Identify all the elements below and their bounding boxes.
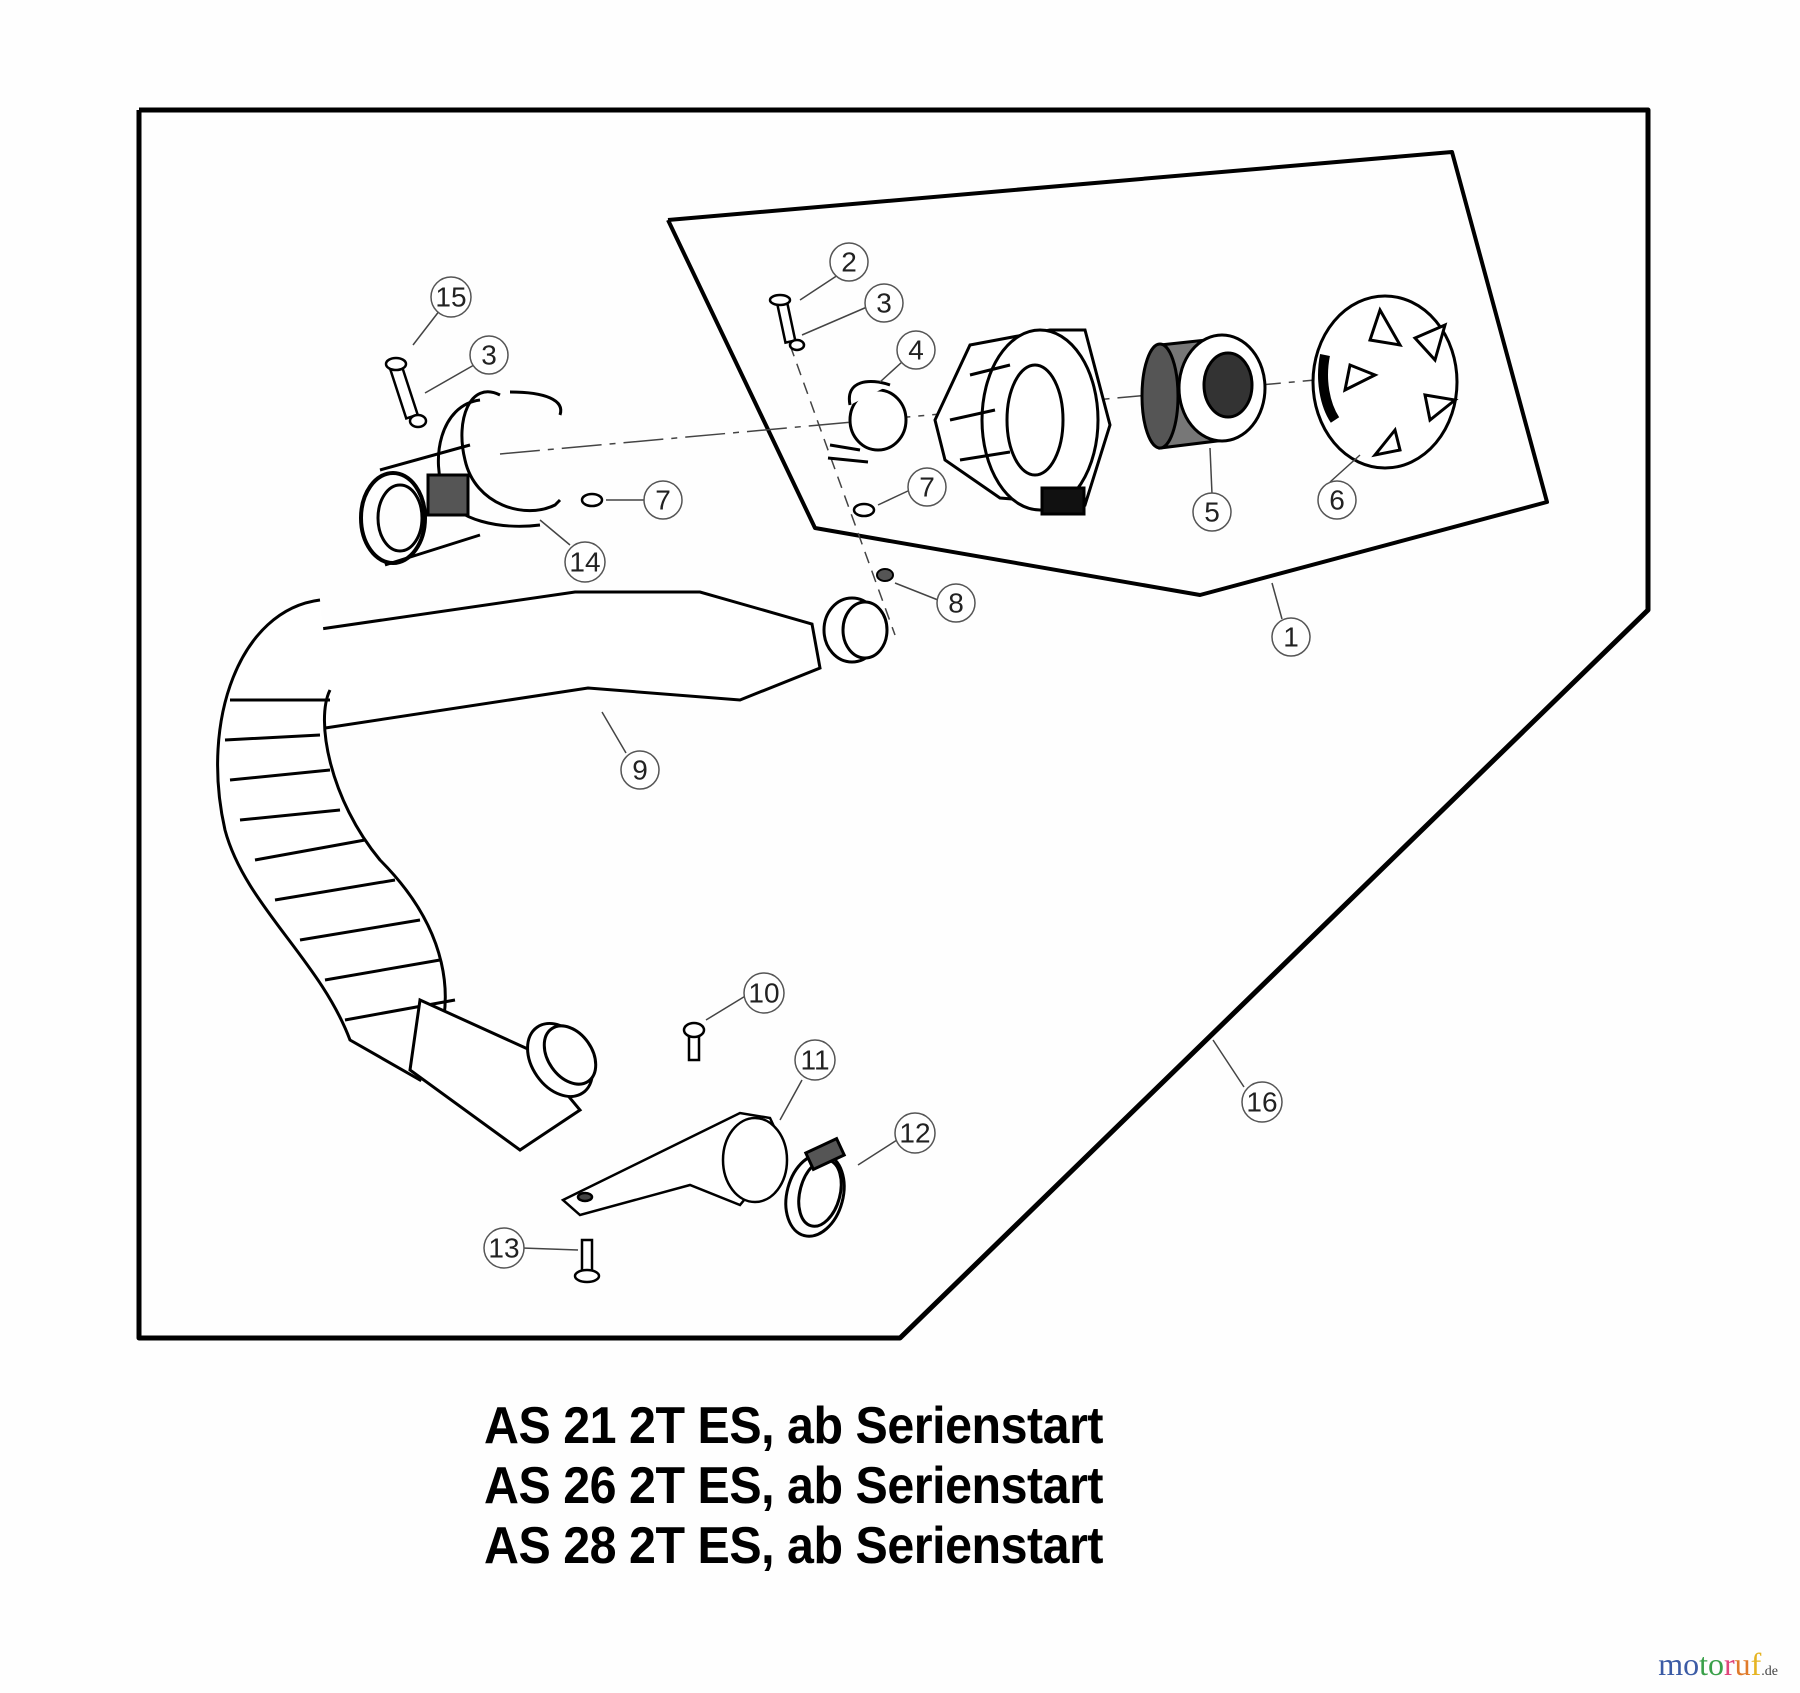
model-caption: AS 21 2T ES, ab Serienstart AS 26 2T ES,… — [484, 1396, 1247, 1576]
svg-text:10: 10 — [748, 978, 779, 1009]
callout-5: 5 — [1192, 492, 1232, 532]
screw-13-icon — [573, 1238, 601, 1284]
outer-assembly-frame — [136, 107, 1651, 1341]
svg-text:13: 13 — [488, 1233, 519, 1264]
callout-3a: 3 — [864, 283, 904, 323]
svg-text:15: 15 — [435, 282, 466, 313]
watermark-letter: m — [1658, 1646, 1684, 1682]
callout-16: 16 — [1241, 1081, 1283, 1123]
filter-housing-icon — [933, 328, 1112, 516]
leader-lines — [412, 274, 1361, 1251]
callout-12: 12 — [894, 1112, 936, 1154]
bracket-icon — [560, 1111, 789, 1217]
callout-2: 2 — [829, 242, 869, 282]
svg-text:3: 3 — [876, 288, 892, 319]
svg-text:14: 14 — [569, 547, 600, 578]
svg-text:7: 7 — [919, 472, 935, 503]
callout-15: 15 — [430, 276, 472, 318]
filter-cover-icon — [1311, 294, 1459, 470]
caption-line-2: AS 26 2T ES, ab Serienstart — [484, 1457, 1104, 1515]
clamp-ring-icon — [827, 380, 908, 464]
hose-holder-clamp-icon — [359, 390, 563, 567]
callout-4: 4 — [896, 330, 936, 370]
callout-3b: 3 — [469, 335, 509, 375]
watermark-letter: o — [1707, 1646, 1724, 1682]
callout-13: 13 — [483, 1227, 525, 1269]
nut-7-icon — [580, 492, 876, 518]
svg-text:11: 11 — [800, 1045, 829, 1076]
svg-text:9: 9 — [632, 755, 648, 786]
callout-7a: 7 — [643, 480, 683, 520]
svg-text:16: 16 — [1246, 1087, 1277, 1118]
svg-text:7: 7 — [655, 485, 671, 516]
callout-7b: 7 — [907, 467, 947, 507]
caption-line-3: AS 28 2T ES, ab Serienstart — [484, 1517, 1104, 1575]
intake-hose-icon — [216, 590, 889, 1152]
watermark-letter: o — [1683, 1646, 1700, 1682]
filter-element-icon — [1140, 333, 1267, 450]
screw-axis-line — [789, 344, 896, 636]
watermark-letter: u — [1734, 1646, 1751, 1682]
svg-text:3: 3 — [481, 340, 497, 371]
motoruf-watermark: motoruf.de — [1658, 1646, 1778, 1683]
watermark-letter: f — [1750, 1646, 1762, 1682]
svg-text:5: 5 — [1204, 497, 1220, 528]
callout-11: 11 — [794, 1039, 836, 1081]
filter-assembly-frame — [666, 150, 1549, 597]
callout-9: 9 — [620, 750, 660, 790]
caption-line-1: AS 21 2T ES, ab Serienstart — [484, 1397, 1104, 1455]
watermark-letter: r — [1723, 1646, 1735, 1682]
svg-text:2: 2 — [841, 247, 857, 278]
assembly-axis-line — [499, 374, 1371, 455]
callout-10: 10 — [743, 972, 785, 1014]
callout-8: 8 — [936, 583, 976, 623]
svg-text:6: 6 — [1329, 485, 1345, 516]
screw-10-icon — [682, 1021, 706, 1062]
screw-15-icon — [384, 356, 428, 429]
watermark-suffix: .de — [1761, 1664, 1778, 1679]
callout-1: 1 — [1271, 617, 1311, 657]
watermark-letter: t — [1699, 1646, 1708, 1682]
svg-text:8: 8 — [948, 588, 964, 619]
screw-2-icon — [768, 293, 806, 352]
callout-14: 14 — [564, 541, 606, 583]
hose-clamp-icon — [784, 1136, 847, 1238]
svg-text:12: 12 — [899, 1118, 930, 1149]
nut-8-icon — [876, 568, 894, 582]
callout-6: 6 — [1317, 480, 1357, 520]
svg-text:4: 4 — [908, 335, 924, 366]
svg-text:1: 1 — [1283, 622, 1299, 653]
